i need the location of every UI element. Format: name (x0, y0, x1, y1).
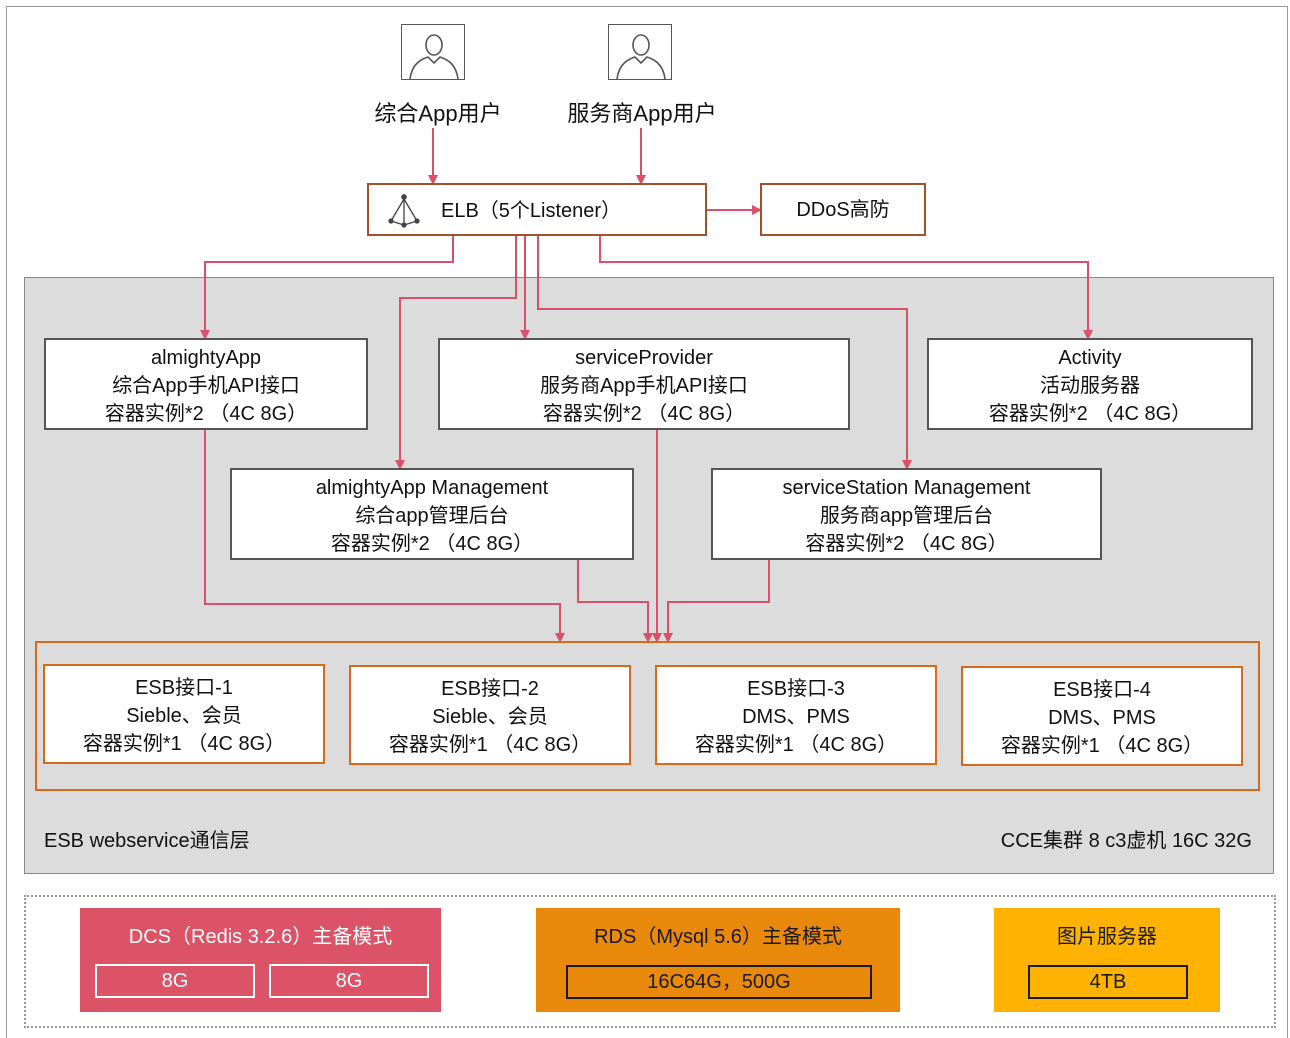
service-name: serviceStation Management (782, 477, 1031, 499)
esb-box-3: ESB接口-3 DMS、PMS 容器实例*1 （4C 8G） (655, 665, 937, 765)
service-spec: 容器实例*2 （4C 8G） (988, 403, 1192, 425)
esb-desc: DMS、PMS (1048, 707, 1156, 729)
esb-spec: 容器实例*1 （4C 8G） (694, 734, 898, 756)
user-icon (608, 24, 672, 80)
service-activity: Activity 活动服务器 容器实例*2 （4C 8G） (927, 338, 1253, 430)
service-desc: 综合App手机API接口 (112, 375, 300, 397)
dcs-title: DCS（Redis 3.2.6）主备模式 (128, 926, 393, 948)
service-spec: 容器实例*2 （4C 8G） (805, 533, 1008, 555)
esb-container (35, 641, 1260, 791)
user-label-provider: 服务商App用户 (567, 101, 717, 126)
rds-box: RDS（Mysql 5.6）主备模式 16C64G，500G (536, 908, 900, 1012)
image-server-title: 图片服务器 (1057, 926, 1157, 948)
image-server-box: 图片服务器 4TB (994, 908, 1220, 1012)
ddos-box: DDoS高防 (760, 183, 926, 236)
service-name: almightyApp (150, 347, 262, 369)
esb-name: ESB接口-1 (135, 677, 233, 699)
esb-desc: DMS、PMS (742, 706, 850, 728)
storage-group (24, 895, 1276, 1028)
service-servicestation-management: serviceStation Management 服务商app管理后台 容器实… (711, 468, 1102, 560)
esb-layer-label: ESB webservice通信层 (44, 830, 250, 852)
diagram-frame (6, 6, 1288, 1038)
load-balancer-icon (388, 194, 420, 228)
esb-name: ESB接口-3 (747, 678, 845, 700)
esb-name: ESB接口-4 (1053, 679, 1151, 701)
service-desc: 综合app管理后台 (355, 505, 509, 527)
rds-title: RDS（Mysql 5.6）主备模式 (594, 926, 842, 948)
dcs-box: DCS（Redis 3.2.6）主备模式 8G 8G (80, 908, 441, 1012)
arrow-elb-almighty-mgmt (395, 236, 517, 470)
esb-spec: 容器实例*1 （4C 8G） (1000, 735, 1204, 757)
image-server-cell: 4TB (1028, 965, 1188, 999)
dcs-cell: 8G (269, 964, 429, 998)
service-desc: 服务商app管理后台 (819, 505, 994, 527)
esb-box-4: ESB接口-4 DMS、PMS 容器实例*1 （4C 8G） (961, 666, 1243, 766)
service-desc: 服务商App手机API接口 (540, 375, 748, 397)
service-name: almightyApp Management (315, 477, 549, 499)
service-almightyapp-management: almightyApp Management 综合app管理后台 容器实例*2 … (230, 468, 634, 560)
arrow-almighty-mgmt-esb (577, 560, 653, 643)
service-name: Activity (1058, 347, 1122, 369)
service-almightyapp: almightyApp 综合App手机API接口 容器实例*2 （4C 8G） (44, 338, 368, 430)
service-name: serviceProvider (575, 347, 713, 369)
esb-spec: 容器实例*1 （4C 8G） (82, 733, 286, 755)
ddos-label: DDoS高防 (796, 199, 890, 221)
elb-box: ELB（5个Listener） (367, 183, 707, 236)
esb-name: ESB接口-2 (441, 678, 539, 700)
esb-box-1: ESB接口-1 Sieble、会员 容器实例*1 （4C 8G） (43, 664, 325, 764)
cce-cluster-label: CCE集群 8 c3虚机 16C 32G (1000, 830, 1252, 852)
arrow-elb-almighty (200, 236, 454, 340)
service-spec: 容器实例*2 （4C 8G） (542, 403, 746, 425)
user-label-almighty: 综合App用户 (374, 101, 502, 126)
service-serviceprovider: serviceProvider 服务商App手机API接口 容器实例*2 （4C… (438, 338, 850, 430)
dcs-cell: 8G (95, 964, 255, 998)
service-desc: 活动服务器 (1040, 375, 1140, 397)
esb-desc: Sieble、会员 (432, 706, 548, 728)
elb-label: ELB（5个Listener） (441, 200, 622, 222)
user-icon (401, 24, 465, 80)
arrow-elb-station-mgmt (537, 236, 912, 470)
esb-box-2: ESB接口-2 Sieble、会员 容器实例*1 （4C 8G） (349, 665, 631, 765)
service-spec: 容器实例*2 （4C 8G） (330, 533, 534, 555)
arrow-elb-activity (599, 236, 1093, 340)
service-spec: 容器实例*2 （4C 8G） (104, 403, 308, 425)
esb-desc: Sieble、会员 (126, 705, 242, 727)
esb-spec: 容器实例*1 （4C 8G） (388, 734, 592, 756)
arrow-almighty-esb (204, 430, 565, 643)
rds-cell: 16C64G，500G (566, 965, 872, 999)
arrow-station-mgmt-esb (663, 560, 770, 643)
